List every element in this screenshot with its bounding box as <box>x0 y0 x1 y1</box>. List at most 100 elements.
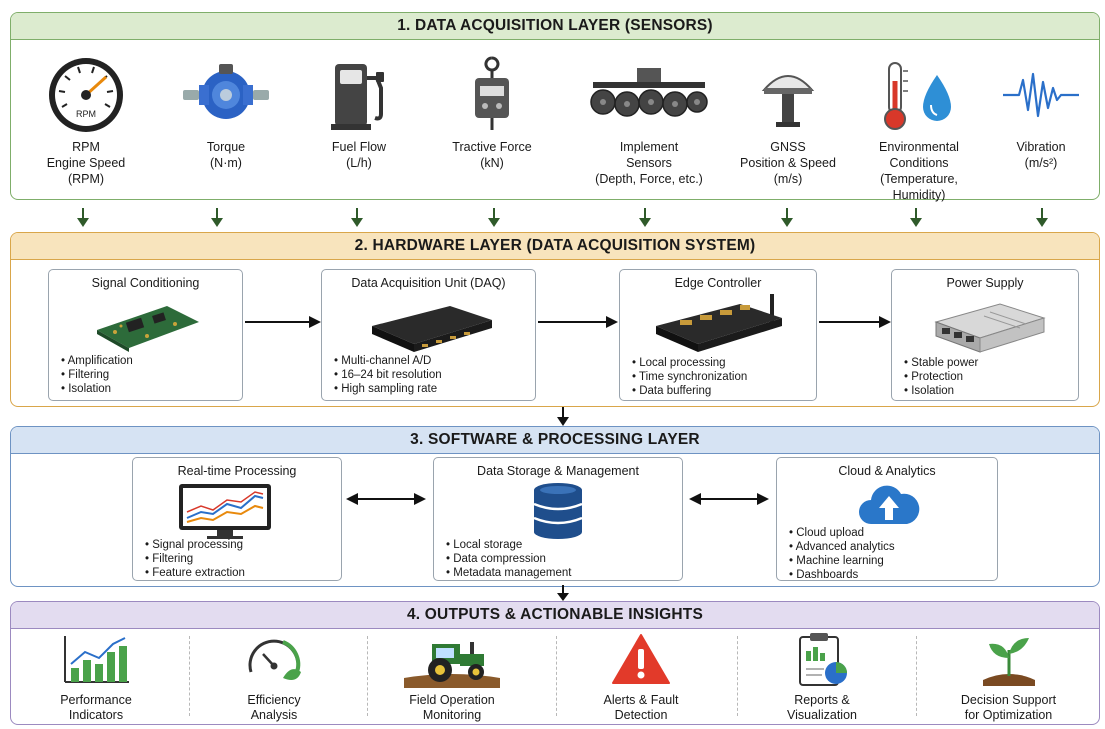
list-item: Filtering <box>145 552 245 566</box>
list-item: Isolation <box>904 384 978 398</box>
list-item: Filtering <box>61 368 133 382</box>
list-item: Machine learning <box>789 554 895 568</box>
feature-list: Multi-channel A/D 16–24 bit resolution H… <box>334 354 442 396</box>
down-arrow-icon <box>781 208 793 227</box>
output-label: Efficiency Analysis <box>247 693 301 722</box>
feature-list: Local storage Data compression Metadata … <box>446 538 572 580</box>
box-title: Signal Conditioning <box>91 276 200 290</box>
database-icon <box>530 482 586 545</box>
output-label: Field Operation Monitoring <box>409 693 495 722</box>
sensor-label: Environmental Conditions (Temperature, H… <box>879 140 959 202</box>
signal-conditioning-box: Signal Conditioning Amplification Filter… <box>48 269 243 401</box>
list-item: Advanced analytics <box>789 540 895 554</box>
sensor-implement: Implement Sensors (Depth, Force, etc.) <box>579 53 719 187</box>
list-item: High sampling rate <box>334 382 442 396</box>
circuit-board-icon <box>87 300 207 357</box>
feature-list: Local processing Time synchronization Da… <box>632 356 747 398</box>
list-item: Isolation <box>61 382 133 396</box>
layer-2-title: 2. HARDWARE LAYER (DATA ACQUISITION SYST… <box>11 233 1099 260</box>
edge-controller-box: Edge Controller Local processing Time sy… <box>619 269 817 401</box>
list-item: Stable power <box>904 356 978 370</box>
separator <box>367 636 368 716</box>
tractor-icon <box>404 630 500 690</box>
list-item: Data compression <box>446 552 572 566</box>
output-decision-support: Decision Support for Optimization <box>916 630 1101 723</box>
list-item: Feature extraction <box>145 566 245 580</box>
output-label: Reports & Visualization <box>787 693 857 722</box>
efficiency-gauge-icon <box>243 630 305 690</box>
sensor-label: Implement Sensors (Depth, Force, etc.) <box>595 140 703 186</box>
down-arrow-icon <box>1036 208 1048 227</box>
fuel-pump-icon <box>329 53 389 137</box>
feature-list: Cloud upload Advanced analytics Machine … <box>789 526 895 582</box>
data-acquisition-layer: 1. DATA ACQUISITION LAYER (SENSORS) RPM … <box>10 12 1101 202</box>
data-storage-box: Data Storage & Management Local storage … <box>433 457 683 581</box>
box-title: Real-time Processing <box>177 464 297 478</box>
right-arrow-icon <box>819 316 891 328</box>
feature-list: Amplification Filtering Isolation <box>61 354 133 396</box>
output-label: Performance Indicators <box>60 693 132 722</box>
down-arrow-icon <box>351 208 363 227</box>
bar-line-chart-icon <box>61 630 131 690</box>
tachometer-icon: RPM <box>46 53 126 137</box>
output-performance: Performance Indicators <box>11 630 181 723</box>
list-item: Local processing <box>632 356 747 370</box>
down-arrow-icon <box>488 208 500 227</box>
thermometer-droplet-icon <box>879 53 959 137</box>
down-arrow-icon <box>77 208 89 227</box>
cloud-analytics-box: Cloud & Analytics Cloud upload Advanced … <box>776 457 998 581</box>
sensor-gnss: GNSS Position & Speed (m/s) <box>723 53 853 187</box>
list-item: Time synchronization <box>632 370 747 384</box>
software-processing-layer: 3. SOFTWARE & PROCESSING LAYER Real-time… <box>10 426 1100 587</box>
separator <box>916 636 917 716</box>
sensor-vibration: Vibration (m/s²) <box>981 53 1101 171</box>
box-title: Cloud & Analytics <box>838 464 936 478</box>
sensor-rpm: RPM RPM Engine Speed (RPM) <box>21 53 151 187</box>
down-arrow-icon <box>557 585 569 601</box>
bidirectional-arrow-icon <box>346 493 426 505</box>
sensor-label: Torque (N·m) <box>206 140 246 170</box>
realtime-processing-box: Real-time Processing Signal processing F… <box>132 457 342 581</box>
output-label: Decision Support for Optimization <box>960 693 1057 722</box>
separator <box>737 636 738 716</box>
output-field-monitoring: Field Operation Monitoring <box>367 630 537 723</box>
separator <box>556 636 557 716</box>
power-supply-icon <box>930 298 1050 359</box>
down-arrow-icon <box>639 208 651 227</box>
gauge-rpm-text: RPM <box>76 109 96 119</box>
torque-sensor-icon <box>181 53 271 137</box>
box-title: Edge Controller <box>674 276 762 290</box>
down-arrow-icon <box>557 407 569 426</box>
seedling-icon <box>979 630 1039 690</box>
daq-unit-icon <box>366 300 496 357</box>
feature-list: Signal processing Filtering Feature extr… <box>145 538 245 580</box>
power-supply-box: Power Supply Stable power Protection Iso… <box>891 269 1079 401</box>
sensor-label: GNSS Position & Speed (m/s) <box>740 140 836 186</box>
warning-triangle-icon <box>611 630 671 690</box>
sensor-label: Vibration (m/s²) <box>1016 140 1066 170</box>
monitor-chart-icon <box>175 482 275 545</box>
list-item: 16–24 bit resolution <box>334 368 441 382</box>
list-item: Multi-channel A/D <box>334 354 442 368</box>
layer-1-title: 1. DATA ACQUISITION LAYER (SENSORS) <box>11 13 1099 40</box>
down-arrow-icon <box>211 208 223 227</box>
box-title: Power Supply <box>946 276 1024 290</box>
right-arrow-icon <box>538 316 618 328</box>
sensor-tractive-force: Tractive Force (kN) <box>427 53 557 171</box>
tillage-implement-icon <box>587 53 711 137</box>
list-item: Local storage <box>446 538 572 552</box>
report-clipboard-icon <box>794 630 850 690</box>
output-alerts: Alerts & Fault Detection <box>556 630 726 723</box>
layer-3-title: 3. SOFTWARE & PROCESSING LAYER <box>11 427 1099 454</box>
sensor-fuel-flow: Fuel Flow (L/h) <box>294 53 424 171</box>
output-efficiency: Efficiency Analysis <box>189 630 359 723</box>
list-item: Protection <box>904 370 978 384</box>
right-arrow-icon <box>245 316 321 328</box>
box-title: Data Storage & Management <box>477 464 639 478</box>
layer-4-title: 4. OUTPUTS & ACTIONABLE INSIGHTS <box>11 602 1099 629</box>
sensor-label: Fuel Flow (L/h) <box>331 140 387 170</box>
hardware-layer: 2. HARDWARE LAYER (DATA ACQUISITION SYST… <box>10 232 1100 407</box>
separator <box>189 636 190 716</box>
outputs-insights-layer: 4. OUTPUTS & ACTIONABLE INSIGHTS Perform… <box>10 601 1100 725</box>
list-item: Amplification <box>61 354 133 368</box>
